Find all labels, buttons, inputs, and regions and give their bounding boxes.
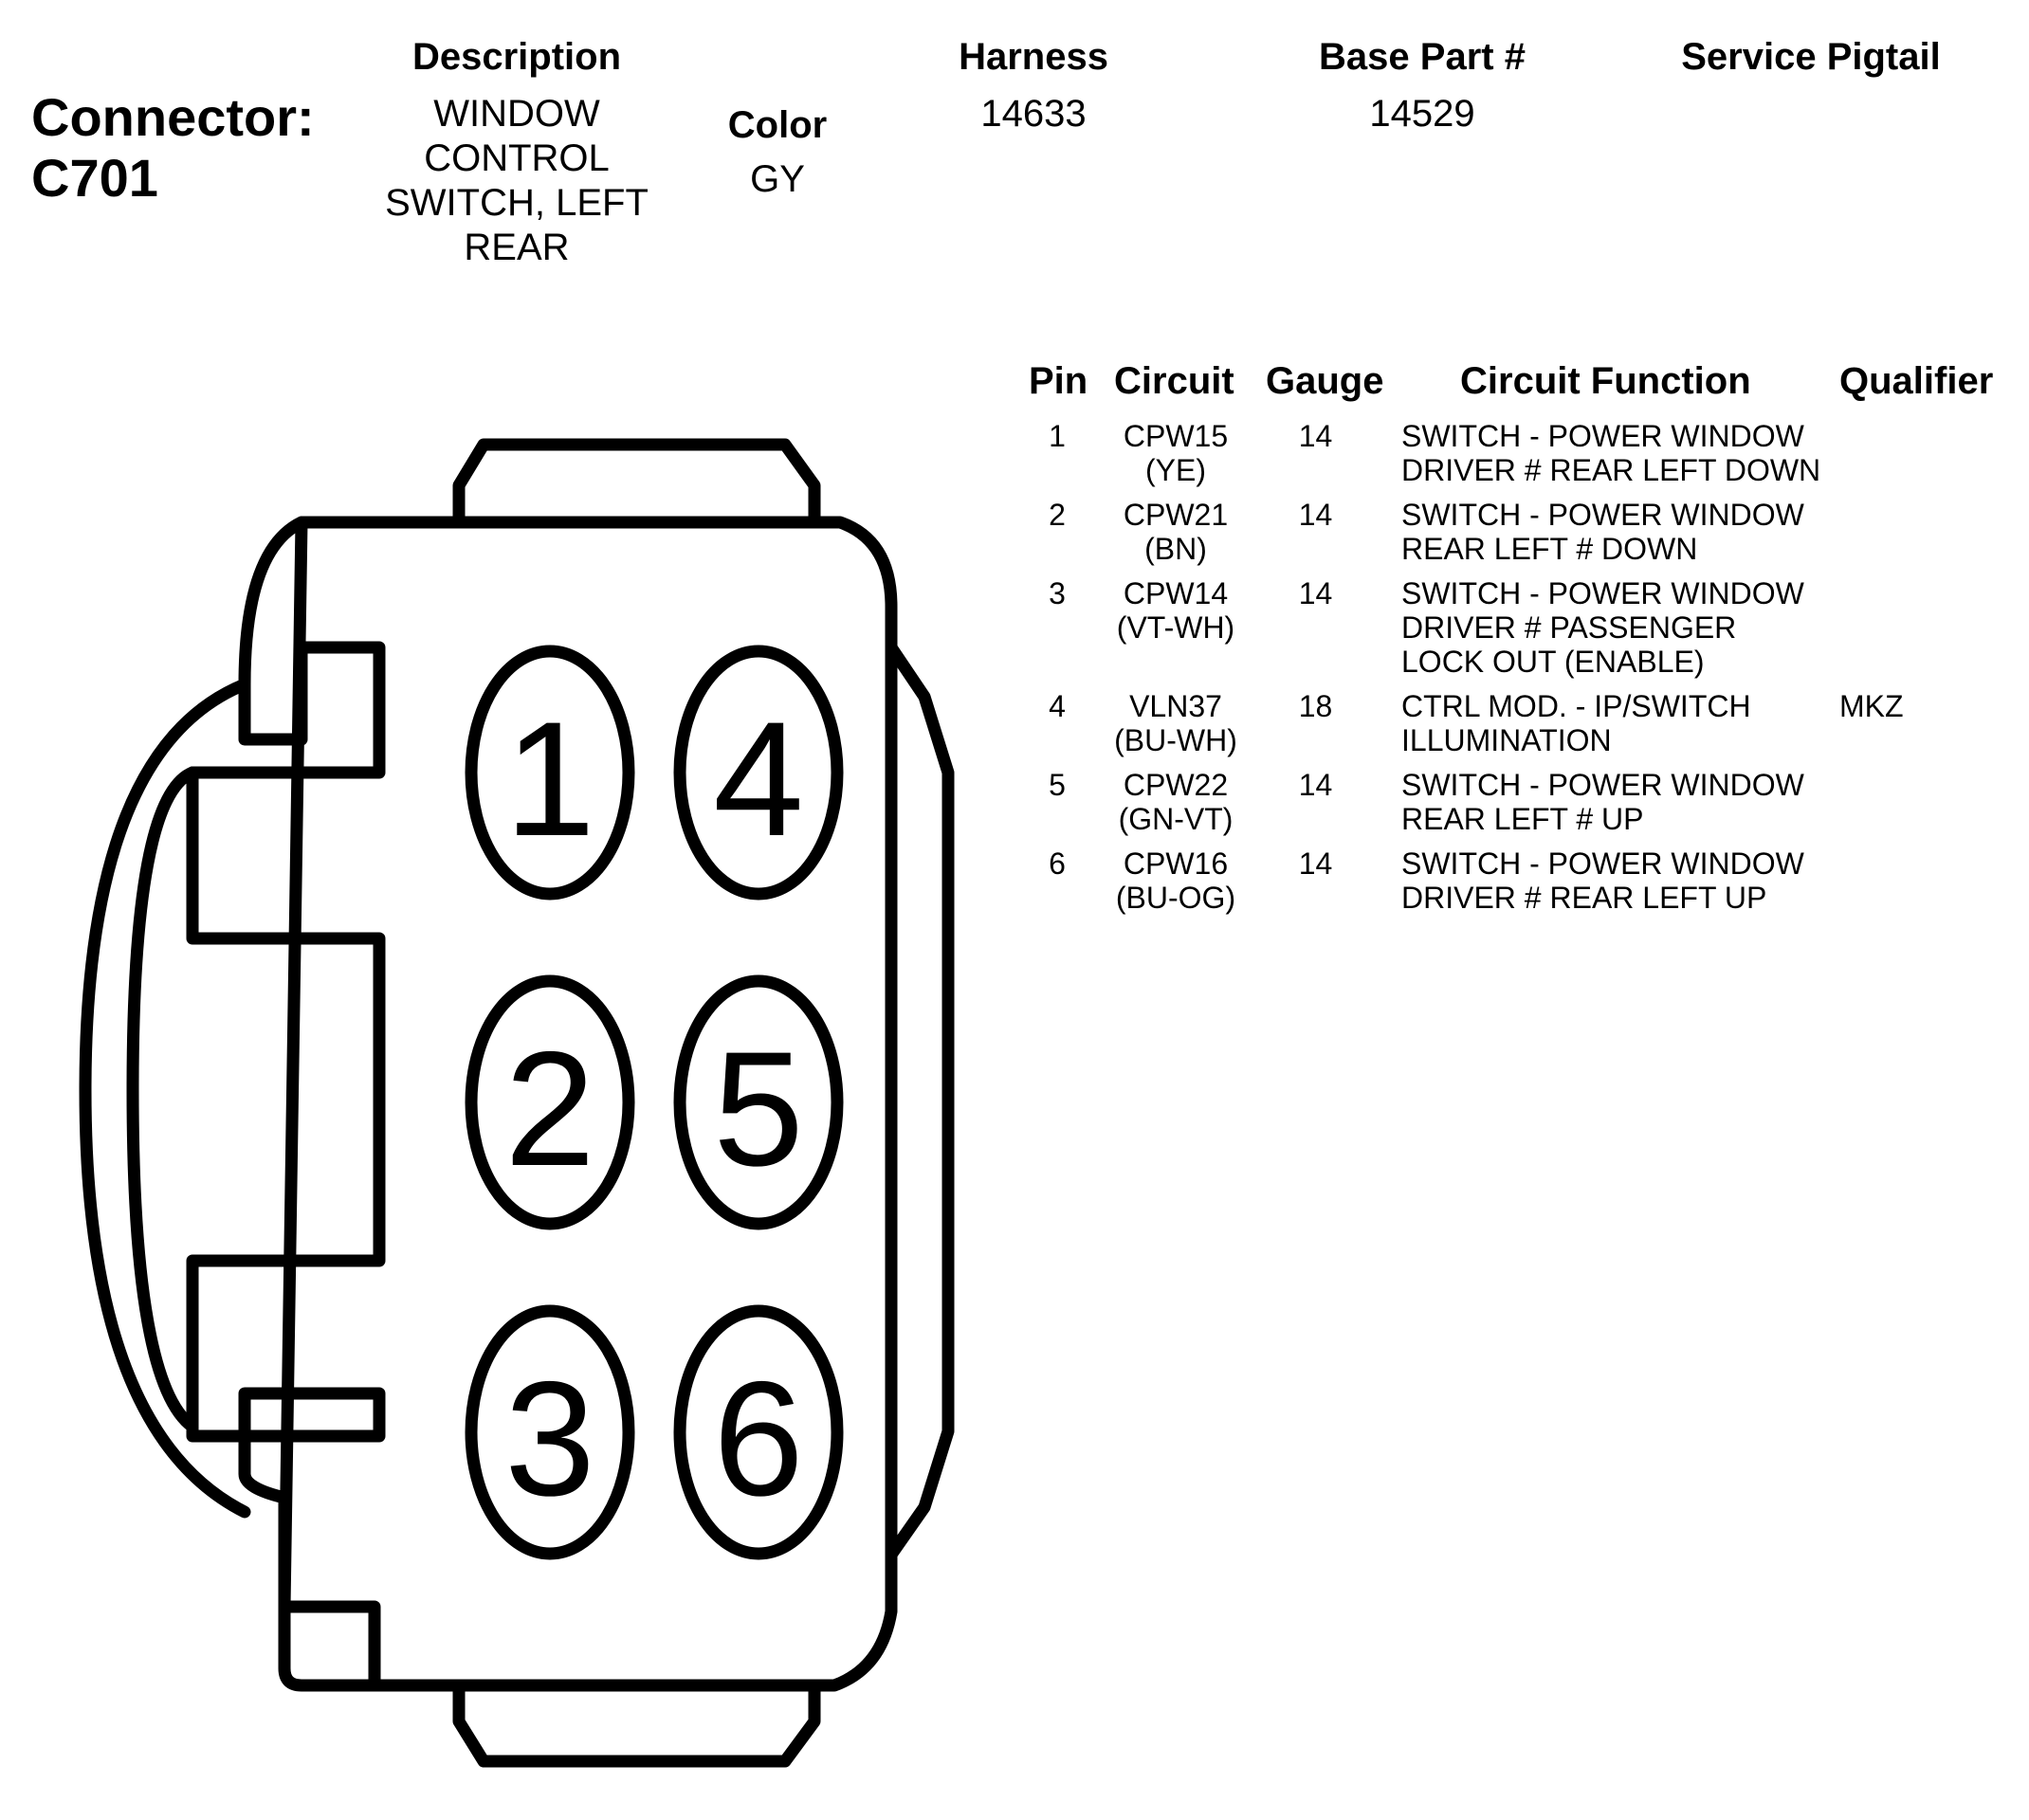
bottom-latch	[452, 1679, 821, 1768]
gauge-cell: 14	[1298, 768, 1333, 802]
pin-cavity-1: 1	[465, 645, 635, 901]
wire-color: (YE)	[1145, 453, 1206, 487]
circuit-cell: CPW15 (YE)	[1095, 419, 1256, 487]
pin-number: 1	[504, 688, 595, 870]
color-header: Color	[727, 104, 828, 146]
harness-value: 14633	[980, 93, 1087, 135]
pin-cavities: 1 4 2 5 3 6	[465, 645, 844, 1560]
right-edge-profile	[885, 641, 955, 1561]
function-cell: SWITCH - POWER WINDOW DRIVER # REAR LEFT…	[1401, 419, 1821, 487]
circuit-id: CPW15	[1123, 419, 1229, 453]
service-pigtail-header: Service Pigtail	[1681, 36, 1941, 78]
function-cell: SWITCH - POWER WINDOW REAR LEFT # DOWN	[1401, 498, 1804, 566]
wire-color: (BU-WH)	[1114, 723, 1237, 757]
circuit-id: CPW21	[1123, 498, 1229, 532]
wire-color: (GN-VT)	[1118, 802, 1234, 836]
circuit-cell: CPW14 (VT-WH)	[1095, 576, 1256, 645]
function-cell: SWITCH - POWER WINDOW DRIVER # REAR LEFT…	[1401, 846, 1804, 915]
harness-header: Harness	[959, 36, 1108, 78]
description-header: Description	[411, 36, 622, 78]
base-part-header: Base Part #	[1319, 36, 1526, 78]
pin-circle	[673, 645, 844, 901]
gauge-cell: 14	[1298, 576, 1333, 610]
pin-cell: 5	[1049, 768, 1066, 802]
gauge-cell: 14	[1298, 419, 1333, 453]
function-cell: CTRL MOD. - IP/SWITCH ILLUMINATION	[1401, 689, 1751, 757]
qualifier-cell: MKZ	[1839, 689, 1904, 723]
gauge-cell: 14	[1298, 498, 1333, 532]
wire-color: (BN)	[1144, 532, 1207, 566]
circuit-id: CPW14	[1123, 576, 1229, 610]
pin-cavity-2: 2	[465, 974, 635, 1230]
connector-id: C701	[31, 148, 158, 208]
circuit-cell: CPW16 (BU-OG)	[1095, 846, 1256, 915]
pin-circle	[465, 1304, 635, 1560]
description-value: WINDOW CONTROL SWITCH, LEFT REAR	[327, 92, 706, 270]
pin-number: 3	[504, 1348, 595, 1530]
description-line: SWITCH, LEFT	[385, 182, 649, 224]
circuit-cell: CPW22 (GN-VT)	[1095, 768, 1256, 836]
wire-color: (BU-OG)	[1115, 881, 1236, 915]
column-header-circuit: Circuit	[1114, 360, 1234, 402]
function-cell: SWITCH - POWER WINDOW REAR LEFT # UP	[1401, 768, 1804, 836]
pin-cell: 2	[1049, 498, 1066, 532]
column-header-qualifier: Qualifier	[1839, 360, 1994, 402]
circuit-id: CPW22	[1123, 768, 1229, 802]
color-value: GY	[750, 158, 805, 200]
pin-cavity-6: 6	[673, 1304, 844, 1560]
connector-face-diagram: 1 4 2 5 3 6	[79, 438, 955, 1768]
column-header-gauge: Gauge	[1266, 360, 1384, 402]
housing-outline	[186, 516, 898, 1692]
pin-number: 5	[713, 1018, 804, 1200]
circuit-cell: CPW21 (BN)	[1095, 498, 1256, 566]
pin-cavity-4: 4	[673, 645, 844, 901]
base-part-value: 14529	[1369, 93, 1475, 135]
circuit-id: VLN37	[1129, 689, 1222, 723]
latch-arm	[79, 678, 251, 1519]
column-header-function: Circuit Function	[1460, 360, 1751, 402]
pin-cell: 4	[1049, 689, 1066, 723]
pin-circle	[465, 974, 635, 1230]
pin-number: 6	[713, 1348, 804, 1530]
gauge-cell: 14	[1298, 846, 1333, 881]
pin-cavity-3: 3	[465, 1304, 635, 1560]
connector-label: Connector:	[31, 87, 315, 147]
pin-circle	[673, 974, 844, 1230]
circuit-cell: VLN37 (BU-WH)	[1095, 689, 1256, 757]
pin-cell: 1	[1049, 419, 1066, 453]
top-latch	[452, 438, 821, 529]
latch-arm-inner	[126, 766, 199, 1433]
pin-circle	[673, 1304, 844, 1560]
function-cell: SWITCH - POWER WINDOW DRIVER # PASSENGER…	[1401, 576, 1804, 679]
circuit-id: CPW16	[1123, 846, 1229, 881]
wire-color: (VT-WH)	[1116, 610, 1235, 645]
pin-circle	[465, 645, 635, 901]
column-header-pin: Pin	[1029, 360, 1088, 402]
pin-cell: 6	[1049, 846, 1066, 881]
description-line: WINDOW	[433, 93, 600, 135]
gauge-cell: 18	[1298, 689, 1333, 723]
pin-number: 4	[713, 688, 804, 870]
description-line: CONTROL	[424, 137, 610, 179]
pin-number: 2	[504, 1018, 595, 1200]
pin-cell: 3	[1049, 576, 1066, 610]
pin-cavity-5: 5	[673, 974, 844, 1230]
description-line: REAR	[464, 227, 570, 268]
